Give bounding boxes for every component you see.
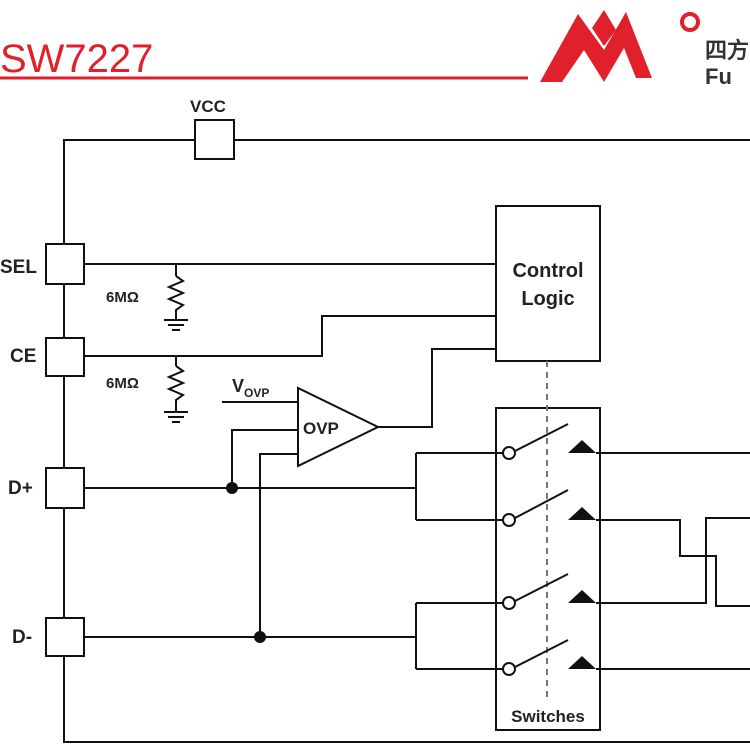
chip-outline [63,139,750,743]
switches-label: Switches [511,707,585,726]
ce-pin [45,337,85,377]
switch-2 [502,489,596,527]
ovp-comparator-label: OVP [303,419,339,438]
part-number-title: SW7227 [0,37,153,81]
dminus-pin-label: D- [12,627,32,648]
resistor-r1-label: 6MΩ [106,289,139,306]
control-logic-block [495,205,601,362]
switch-3 [502,573,596,610]
sel-pin-label: SEL [0,257,37,278]
dplus-pin [45,467,85,509]
ovp-wiring [222,348,496,637]
ovp-comparator [297,386,381,468]
switch-4 [502,639,596,676]
control-logic-label-line1: Control [512,260,583,282]
brand-name-en: Fu [705,64,732,89]
dminus-pin [45,617,85,657]
vovp-label: VOVP [232,376,269,400]
vcc-pin-label: VCC [190,97,226,116]
switch-1 [502,423,596,460]
dminus-junction-dot [254,631,266,643]
sel-pin [45,243,85,285]
dplus-pin-label: D+ [8,478,33,499]
sel-ce-wiring [84,263,496,366]
resistor-r2-label: 6MΩ [106,375,139,392]
output-wiring [596,452,750,670]
vcc-pin [194,119,235,160]
brand-name-cn: 四方 [705,38,749,63]
ce-pin-label: CE [10,346,36,367]
resistor-r1 [164,275,188,331]
brand-logo-icon [540,10,700,82]
data-line-wiring [84,452,508,670]
resistor-r2 [164,365,188,423]
control-logic-label-line2: Logic [521,288,574,310]
dplus-junction-dot [226,482,238,494]
